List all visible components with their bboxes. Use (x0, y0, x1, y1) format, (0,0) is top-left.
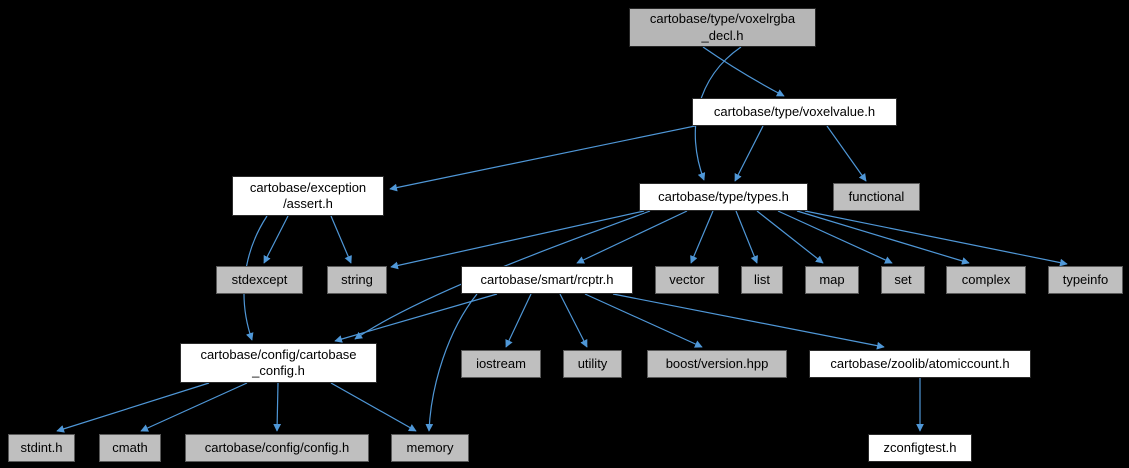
node-zconfigtest-h[interactable]: zconfigtest.h (868, 434, 972, 462)
edge-rcptr-to-memory (425, 293, 478, 432)
node-voxelvalue-h[interactable]: cartobase/type/voxelvalue.h (692, 98, 897, 126)
edge-rcptr-to-utility (559, 293, 588, 348)
node-label: complex (961, 271, 1011, 287)
edge-assert-to-string (330, 215, 352, 264)
edge-cartobase-config-to-stdint (56, 382, 210, 433)
node-stdint-h: stdint.h (8, 434, 75, 462)
node-map: map (805, 266, 859, 294)
node-memory: memory (391, 434, 469, 462)
node-label: map (819, 271, 845, 287)
node-label: set (894, 271, 912, 287)
node-label: cartobase/smart/rcptr.h (480, 271, 614, 287)
node-label: cartobase/type/types.h (658, 188, 789, 204)
node-atomiccount-h[interactable]: cartobase/zoolib/atomiccount.h (809, 350, 1031, 378)
node-label: cartobase/type/voxelrgba _decl.h (649, 11, 796, 43)
node-set: set (881, 266, 925, 294)
node-functional: functional (833, 183, 920, 211)
node-string: string (327, 266, 387, 294)
node-list: list (741, 266, 783, 294)
node-vector: vector (655, 266, 719, 294)
node-label: string (341, 271, 373, 287)
node-label: list (754, 271, 770, 287)
node-label: cartobase/config/cartobase _config.h (200, 346, 357, 378)
node-cmath: cmath (99, 434, 161, 462)
edge-types-to-string (390, 210, 645, 270)
node-label: boost/version.hpp (665, 355, 769, 371)
node-label: cartobase/zoolib/atomiccount.h (830, 355, 1010, 371)
edge-types-to-set (777, 210, 893, 264)
node-label: utility (577, 355, 608, 371)
node-label: cartobase/type/voxelvalue.h (713, 103, 876, 119)
edge-rcptr-to-iostream (505, 293, 532, 348)
node-config-h: cartobase/config/config.h (185, 434, 369, 462)
node-label: memory (406, 439, 454, 455)
edge-voxelrgba-decl-to-voxelvalue (702, 46, 785, 97)
edge-rcptr-to-atomiccount (612, 293, 885, 350)
node-voxelrgba-decl-h: cartobase/type/voxelrgba _decl.h (629, 8, 816, 47)
edge-cartobase-config-to-memory (330, 382, 417, 432)
edge-voxelvalue-to-types (734, 125, 764, 182)
edge-cartobase-config-to-config (273, 382, 282, 432)
node-label: vector (669, 271, 705, 287)
edge-rcptr-to-cartobase-config (334, 293, 498, 343)
edge-types-to-list (735, 210, 758, 264)
edge-types-to-typeinfo (804, 210, 1068, 267)
node-iostream: iostream (461, 350, 541, 378)
node-stdexcept: stdexcept (216, 266, 303, 294)
node-label: cartobase/exception /assert.h (249, 179, 367, 211)
node-typeinfo: typeinfo (1048, 266, 1123, 294)
node-boost-version-hpp: boost/version.hpp (647, 350, 787, 378)
node-label: cartobase/config/config.h (204, 439, 350, 455)
edge-types-to-map (756, 210, 824, 264)
node-label: stdint.h (20, 439, 63, 455)
node-label: cmath (112, 439, 148, 455)
node-types-h[interactable]: cartobase/type/types.h (639, 183, 808, 211)
node-assert-h[interactable]: cartobase/exception /assert.h (232, 176, 384, 216)
node-rcptr-h[interactable]: cartobase/smart/rcptr.h (461, 266, 633, 294)
edge-types-to-vector (690, 210, 714, 264)
node-cartobase-config-h[interactable]: cartobase/config/cartobase _config.h (180, 343, 377, 383)
node-label: stdexcept (231, 271, 288, 287)
edge-rcptr-to-boost-version (584, 293, 703, 348)
edge-assert-to-stdexcept (263, 215, 289, 264)
edge-types-to-rcptr (576, 210, 688, 264)
edge-types-to-complex (796, 210, 970, 265)
node-label: typeinfo (1062, 271, 1109, 287)
node-complex: complex (946, 266, 1026, 294)
node-label: functional (848, 188, 905, 204)
edge-voxelvalue-to-assert (389, 125, 696, 192)
edge-cartobase-config-to-cmath (140, 382, 248, 432)
node-label: iostream (476, 355, 526, 371)
edge-voxelvalue-to-functional (826, 125, 867, 182)
node-utility: utility (563, 350, 622, 378)
node-label: zconfigtest.h (883, 439, 957, 455)
